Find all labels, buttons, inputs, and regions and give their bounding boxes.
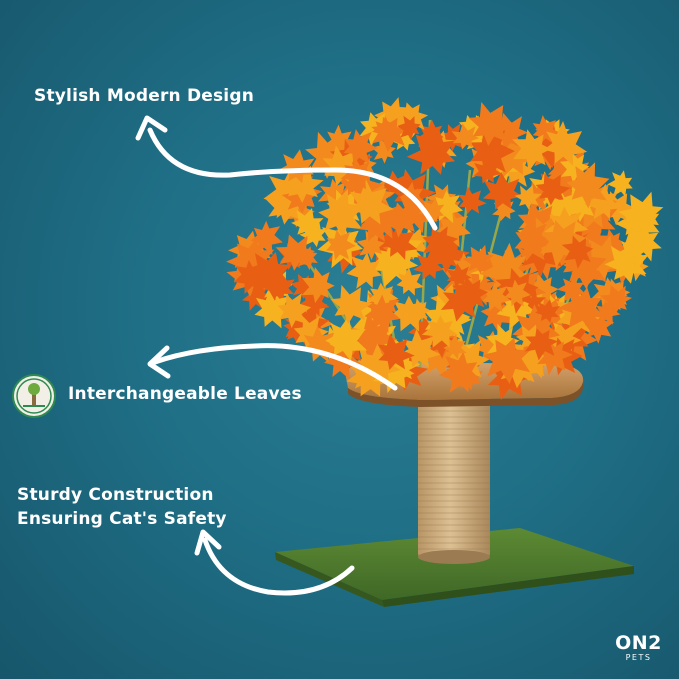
maple-leaf: [514, 184, 542, 210]
maple-leaf: [468, 101, 516, 147]
maple-leaf: [349, 179, 394, 225]
maple-leaf: [303, 325, 340, 363]
maple-leaf: [600, 284, 633, 315]
maple-leaf: [556, 276, 586, 304]
maple-leaf: [458, 186, 487, 215]
maple-leaf: [426, 330, 455, 358]
maple-leaf: [512, 129, 551, 172]
maple-leaf: [330, 284, 373, 324]
maple-leaf: [275, 234, 316, 271]
maple-leaf: [343, 129, 378, 165]
arrow-sturdy: [194, 529, 355, 596]
maple-leaf: [524, 328, 559, 361]
maple-leaf: [473, 156, 502, 184]
arrow-leaves: [147, 343, 398, 391]
maple-leaf: [500, 351, 538, 389]
maple-leaf: [407, 298, 431, 324]
maple-leaf: [482, 282, 511, 313]
maple-leaf: [607, 170, 633, 197]
maple-leaf: [604, 241, 649, 284]
callout-stylish-modern-design: Stylish Modern Design: [34, 86, 255, 106]
maple-leaf: [617, 191, 664, 235]
maple-leaf: [422, 226, 459, 263]
maple-leaves: [226, 97, 664, 400]
maple-leaf: [482, 337, 531, 384]
maple-leaf: [535, 172, 571, 206]
maple-leaf: [395, 188, 439, 233]
maple-leaf: [279, 149, 315, 184]
maple-leaf: [421, 315, 458, 348]
maple-leaf: [406, 126, 456, 175]
maple-leaf: [532, 115, 561, 144]
maple-leaf: [576, 235, 624, 280]
callout-sturdy-construction: Sturdy Construction Ensuring Cat's Safet…: [17, 483, 227, 531]
maple-leaf: [254, 287, 294, 329]
maple-leaf: [396, 266, 424, 296]
maple-leaf: [482, 171, 523, 210]
maple-leaf: [364, 294, 401, 333]
brand-name: ON2: [615, 632, 662, 654]
callout-sturdy-line1: Sturdy Construction: [17, 485, 214, 505]
maple-leaf: [439, 351, 480, 393]
maple-leaf: [346, 252, 382, 289]
maple-leaf: [401, 328, 441, 369]
maple-leaf: [622, 224, 662, 262]
maple-leaf: [418, 197, 445, 223]
maple-leaf: [543, 120, 588, 166]
maple-leaf: [492, 196, 516, 222]
maple-leaf: [557, 287, 605, 333]
maple-leaf: [326, 229, 356, 261]
maple-leaf: [358, 204, 395, 242]
brand-logo: ON2 PETS: [611, 633, 666, 663]
maple-leaf: [504, 279, 531, 307]
maple-leaf: [452, 275, 489, 315]
maple-leaf: [377, 333, 415, 371]
maple-leaf: [325, 315, 368, 362]
maple-leaf: [277, 293, 312, 328]
callout-interchangeable-leaves: Interchangeable Leaves: [68, 384, 302, 404]
maple-leaf: [318, 188, 365, 239]
grass-base: [275, 528, 634, 607]
maple-leaf: [535, 299, 560, 323]
maple-leaf: [439, 302, 472, 336]
maple-leaf: [451, 123, 479, 150]
maple-leaf: [250, 220, 283, 256]
maple-leaf: [301, 267, 335, 304]
maple-leaf: [241, 251, 292, 301]
scratching-post: [418, 380, 490, 564]
maple-leaf: [382, 222, 418, 260]
maple-leaf: [514, 220, 554, 262]
maple-leaf: [397, 115, 421, 141]
maple-leaf: [291, 208, 324, 239]
maple-leaf: [566, 162, 610, 209]
maple-leaf: [474, 330, 507, 362]
maple-leaf: [299, 220, 328, 248]
maple-leaf: [226, 238, 278, 287]
maple-leaf: [446, 263, 472, 288]
maple-leaf: [340, 158, 376, 191]
brand-sub: PETS: [625, 653, 652, 662]
tree-seal-icon: [12, 374, 56, 418]
maple-leaf: [470, 128, 515, 176]
maple-leaf: [395, 102, 429, 135]
maple-leaf: [412, 248, 444, 281]
arrow-stylish: [135, 115, 438, 231]
maple-leaf: [356, 230, 385, 261]
maple-leaf: [462, 244, 494, 274]
callout-sturdy-line2: Ensuring Cat's Safety: [17, 509, 227, 529]
maple-leaf: [561, 235, 594, 269]
maple-leaf: [372, 116, 399, 145]
